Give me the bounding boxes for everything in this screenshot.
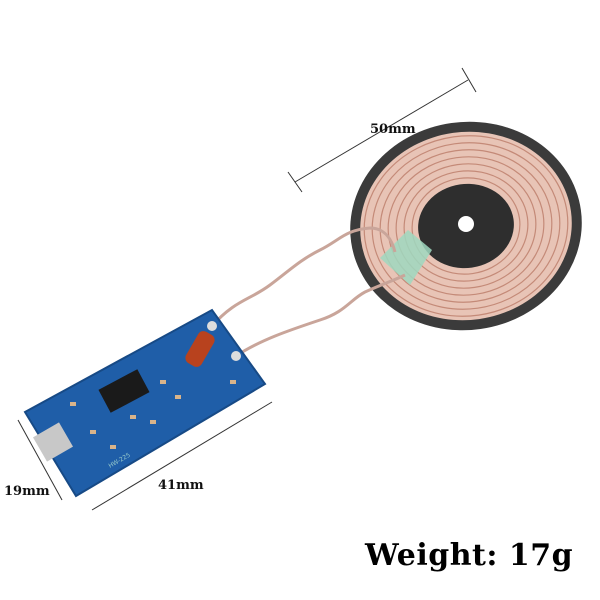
capacitor — [185, 331, 215, 367]
usb-port — [33, 422, 73, 462]
dim-line-19mm — [17, 419, 63, 501]
dim-label-50mm: 50mm — [370, 122, 416, 137]
coil-tape — [380, 230, 432, 285]
dim-label-19mm: 19mm — [4, 484, 50, 499]
dimension-lines — [17, 67, 477, 511]
dim-line-41mm — [91, 401, 273, 511]
pcb-board: HW-225 — [23, 308, 267, 498]
dim-label-41mm: 41mm — [158, 478, 204, 493]
ic-chip — [98, 369, 150, 413]
lead-wires — [210, 226, 406, 358]
dim-line-50mm — [294, 79, 469, 183]
coil — [350, 121, 582, 331]
weight-label: Weight: 17g — [365, 538, 574, 573]
